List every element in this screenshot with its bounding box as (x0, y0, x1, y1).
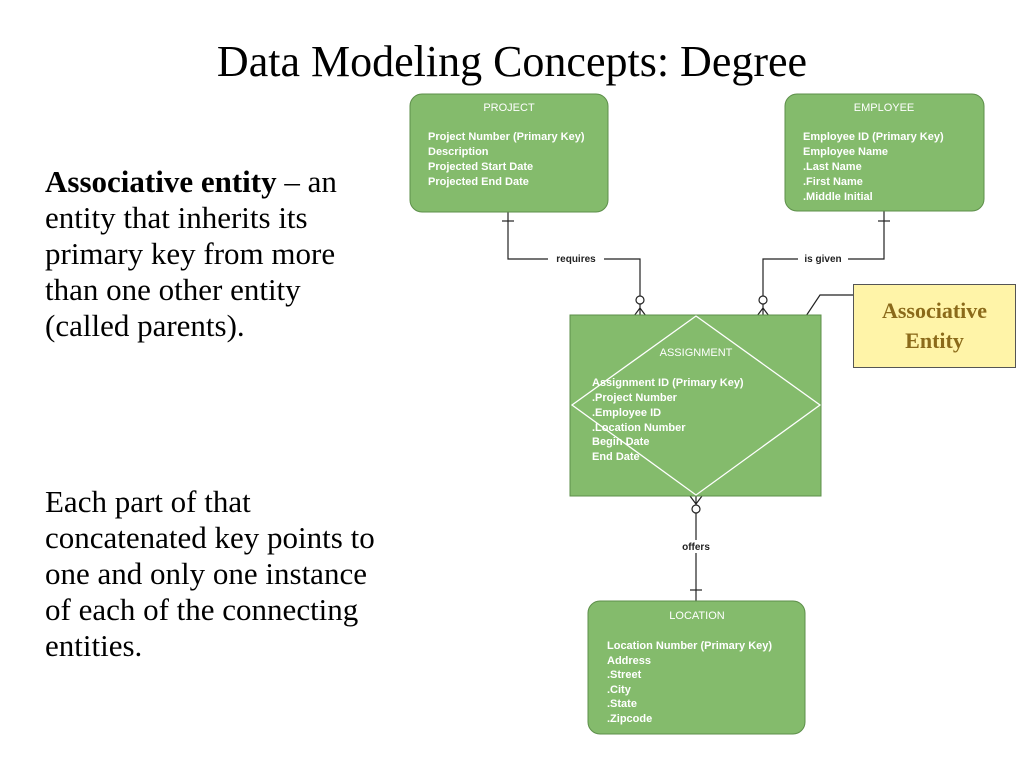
entity-employee-attr: .Middle Initial (803, 191, 873, 203)
zero-circle-employee (758, 295, 768, 305)
entity-employee-attr: .First Name (803, 176, 863, 188)
entity-location-name: LOCATION (669, 610, 724, 622)
entity-location-attr: .City (607, 684, 632, 696)
relationship-is-given: is given (804, 254, 841, 265)
entity-assignment-attr: .Project Number (592, 392, 678, 404)
entity-project-name: PROJECT (483, 102, 535, 114)
entity-location-attr: .Street (607, 669, 642, 681)
zero-circle-project (635, 295, 645, 305)
entity-location-attr: .Zipcode (607, 713, 652, 725)
entity-project-attr: Projected End Date (428, 176, 529, 188)
entity-location: LOCATION Location Number (Primary Key) A… (587, 600, 806, 735)
zero-circle-assignment (691, 504, 701, 514)
entity-location-attr: Address (607, 655, 651, 667)
entity-location-attr: Location Number (Primary Key) (607, 640, 772, 652)
explanation-paragraph: Each part of that concatenated key point… (45, 484, 375, 663)
definition-term: Associative entity (45, 164, 277, 199)
entity-employee-attr: Employee ID (Primary Key) (803, 131, 944, 143)
entity-assignment-attr: .Location Number (592, 422, 686, 434)
entity-assignment-attr: .Employee ID (592, 407, 661, 419)
definition-text: an entity that inherits its primary key … (45, 164, 337, 343)
entity-employee-attr: Employee Name (803, 146, 888, 158)
entity-assignment-attr: Begin Date (592, 436, 649, 448)
entity-assignment-attr: Assignment ID (Primary Key) (592, 377, 744, 389)
associative-entity-callout: Associative Entity (853, 284, 1016, 368)
entity-assignment: ASSIGNMENT Assignment ID (Primary Key) .… (569, 314, 822, 497)
entity-assignment-attr: End Date (592, 451, 640, 463)
entity-project-attr: Description (428, 146, 489, 158)
entity-location-attr: .State (607, 698, 637, 710)
crowfoot-employee (756, 307, 770, 317)
relationship-requires: requires (556, 254, 596, 265)
entity-employee-attr: .Last Name (803, 161, 862, 173)
entity-project-attr: Projected Start Date (428, 161, 533, 173)
relationship-offers: offers (682, 542, 710, 553)
associative-diamond (570, 315, 822, 496)
entity-employee-name: EMPLOYEE (854, 102, 915, 114)
connector-lines (502, 211, 890, 601)
entity-project: PROJECT Project Number (Primary Key) Des… (409, 93, 609, 213)
definition-dash: – (276, 164, 300, 199)
entity-project-attr: Project Number (Primary Key) (428, 131, 585, 143)
crowfoot-assignment (689, 495, 703, 505)
crowfoot-project (633, 307, 647, 317)
entity-assignment-name: ASSIGNMENT (660, 347, 733, 359)
slide-title: Data Modeling Concepts: Degree (216, 37, 808, 86)
definition-paragraph: Associative entity – an entity that inhe… (45, 164, 390, 344)
entity-employee: EMPLOYEE Employee ID (Primary Key) Emplo… (784, 93, 985, 212)
